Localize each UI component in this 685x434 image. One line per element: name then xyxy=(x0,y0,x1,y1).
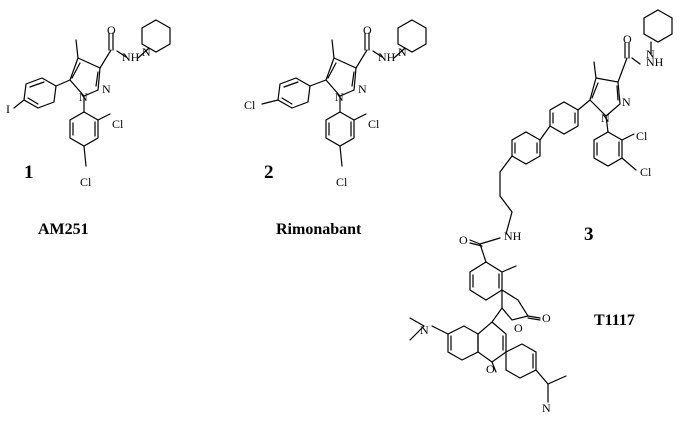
atom-label: N xyxy=(646,47,655,61)
atom-label: N xyxy=(542,401,551,415)
atom-label: N xyxy=(622,95,631,109)
compound-3-structure xyxy=(409,9,673,403)
compound-1-number: 1 xyxy=(24,162,34,183)
atom-label: Cl xyxy=(112,117,124,131)
atom-label: NH xyxy=(122,50,140,64)
atom-label: Cl xyxy=(336,175,348,189)
atom-label: I xyxy=(6,102,10,116)
atom-label: N xyxy=(420,323,429,337)
atom-label: Cl xyxy=(640,165,652,179)
atom-label: Cl xyxy=(244,98,256,112)
atom-label: O xyxy=(623,32,632,46)
atom-label: N xyxy=(79,90,88,104)
atom-label: O xyxy=(107,23,116,37)
atom-label: O xyxy=(486,362,495,376)
atom-label: N xyxy=(142,45,151,59)
atom-label: Cl xyxy=(80,175,92,189)
atom-label: N xyxy=(335,90,344,104)
atom-label: NH xyxy=(646,55,664,69)
atom-label: N xyxy=(358,82,367,96)
atom-label: O xyxy=(514,321,523,335)
compound-1-name: AM251 xyxy=(38,221,89,238)
atom-label: Cl xyxy=(368,117,380,131)
atom-label: O xyxy=(363,23,372,37)
atom-label: O xyxy=(542,311,551,325)
atom-label: NH xyxy=(504,229,522,243)
atom-label: O xyxy=(459,233,468,247)
compound-3-number: 3 xyxy=(584,224,594,245)
compound-3-atom-labels: NH N O N N Cl Cl NH O O O O N N 3 T1117 xyxy=(420,32,664,415)
atom-label: N xyxy=(601,111,610,125)
atom-label: N xyxy=(398,45,407,59)
compound-1-structure xyxy=(13,19,171,167)
compound-3-name: T1117 xyxy=(594,312,635,329)
compound-2-atom-labels: N NH O N N Cl Cl Cl 2 Rimonabant xyxy=(244,23,407,238)
atom-label: NH xyxy=(378,50,396,64)
compound-2-structure xyxy=(261,19,427,167)
compound-2-number: 2 xyxy=(264,162,274,183)
atom-label: Cl xyxy=(636,129,648,143)
atom-label: N xyxy=(102,82,111,96)
compound-1-atom-labels: N NH O N N I Cl Cl 1 AM251 xyxy=(6,23,151,238)
compound-2-name: Rimonabant xyxy=(276,221,362,238)
